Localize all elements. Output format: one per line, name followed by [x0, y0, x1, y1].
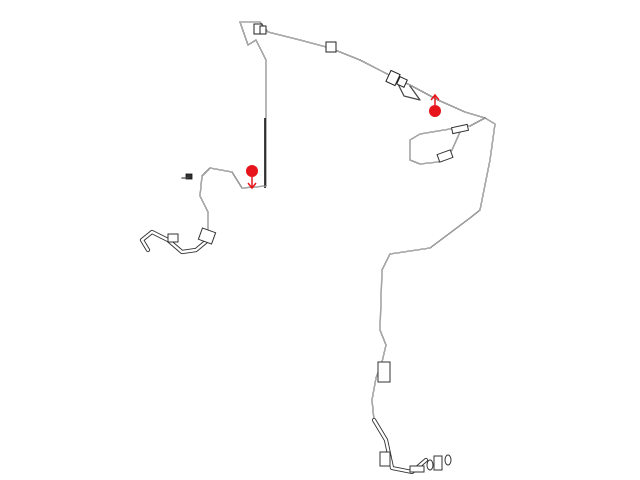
clip-upper-2	[325, 41, 337, 53]
rear-flex-hose	[371, 361, 452, 475]
clip-upper-3b	[396, 76, 408, 88]
hose-fitting-rear-upper	[377, 361, 391, 383]
red-dot-pin-icon	[246, 165, 258, 177]
upper-brake-line	[239, 21, 486, 188]
left-brake-line	[199, 167, 267, 233]
banjo-fitting	[433, 455, 443, 471]
right-brake-line	[371, 117, 496, 421]
marker-left	[246, 165, 258, 190]
marker-left-arrowhead	[247, 182, 257, 190]
left-flex-hose	[139, 173, 217, 255]
hose-bracket-left	[167, 233, 179, 243]
bleeder-clip	[185, 173, 193, 180]
line-fitting-right-upper	[450, 123, 470, 135]
washer-2	[444, 454, 452, 466]
washer-1	[426, 459, 434, 471]
retaining-clips	[253, 23, 408, 88]
clip-upper-1b	[259, 25, 267, 35]
red-dot-pin-icon	[429, 105, 441, 117]
marker-right-arrowhead	[430, 93, 440, 101]
hose-fitting-rear-lower	[379, 451, 391, 467]
hose-fitting-left	[197, 227, 217, 245]
line-fitting-right-lower	[436, 149, 454, 163]
marker-right	[429, 93, 441, 117]
clip-upper-3	[385, 69, 401, 87]
banjo-bolt	[409, 465, 425, 473]
location-markers	[246, 93, 441, 190]
